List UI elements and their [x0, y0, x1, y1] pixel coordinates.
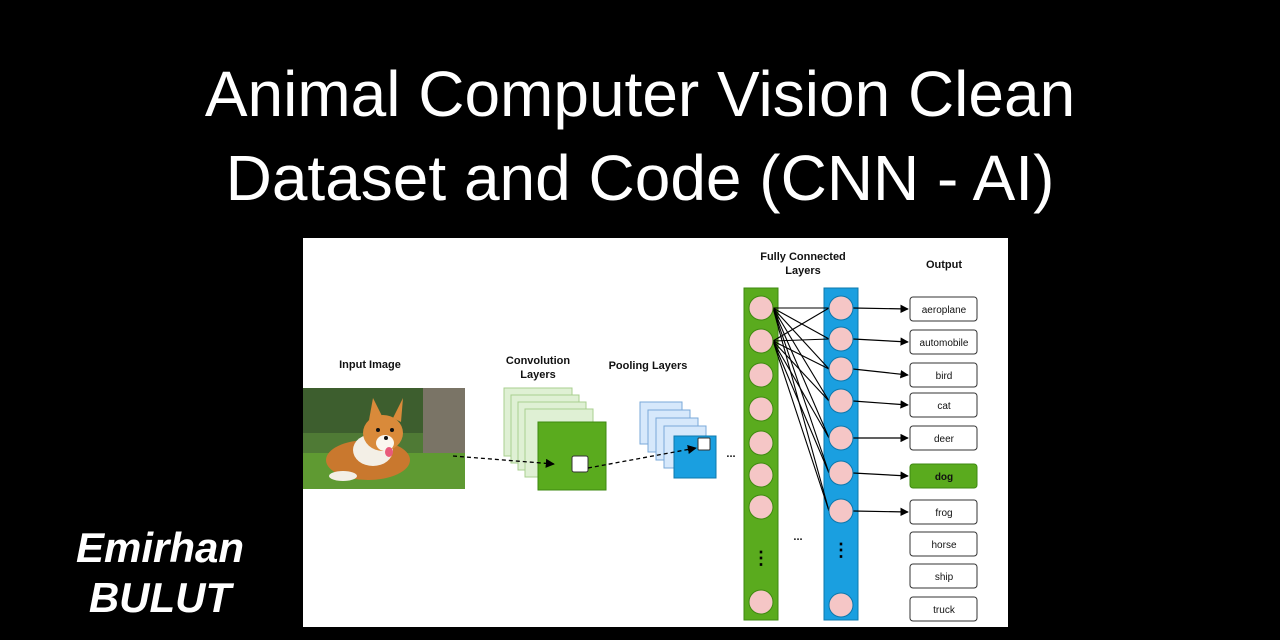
- output-arrow: [852, 471, 909, 480]
- fc2-node: [828, 295, 854, 321]
- output-class-box: [909, 362, 978, 388]
- fc-connections: [772, 307, 830, 512]
- output-class-label: frog: [935, 508, 952, 519]
- fc1-node: [748, 589, 774, 615]
- input-image-dog-photo: [303, 388, 465, 489]
- output-class-box: [909, 499, 978, 525]
- fc1-node: [748, 328, 774, 354]
- output-class-deer: deer: [909, 425, 978, 451]
- output-class-box: [909, 392, 978, 418]
- title-line-2: Dataset and Code (CNN - AI): [225, 142, 1055, 214]
- output-class-label: truck: [933, 605, 956, 616]
- fc2-node: [828, 388, 854, 414]
- fc2-node: [828, 498, 854, 524]
- fc2-node: [828, 326, 854, 352]
- fc2-node: [828, 356, 854, 382]
- main-title: Animal Computer Vision Clean Dataset and…: [0, 52, 1280, 220]
- output-arrows: [852, 304, 909, 517]
- output-class-bird: bird: [909, 362, 978, 388]
- output-arrow: [852, 337, 909, 346]
- output-class-label: bird: [936, 371, 953, 382]
- output-arrow: [852, 304, 909, 314]
- fc1-vertical-dots: ⋮: [752, 548, 770, 568]
- output-class-truck: truck: [909, 596, 978, 622]
- fc1-node: [748, 494, 774, 520]
- title-line-1: Animal Computer Vision Clean: [204, 58, 1076, 130]
- output-class-label: aeroplane: [922, 305, 967, 316]
- pooling-layers-stack: [639, 401, 717, 479]
- conv-label-line-2: Layers: [520, 369, 555, 381]
- output-class-label: horse: [931, 540, 956, 551]
- output-class-label: deer: [934, 434, 955, 445]
- fc1-node: [748, 430, 774, 456]
- fc2-node: [828, 592, 854, 618]
- output-class-box: [909, 329, 978, 355]
- fc2-node: [828, 425, 854, 451]
- output-class-box: [909, 531, 978, 557]
- fc1-node: [748, 362, 774, 388]
- output-class-label: dog: [935, 472, 953, 483]
- fc-connection-line: [772, 307, 830, 439]
- pool-ellipsis: ...: [726, 448, 735, 460]
- fc-connection-line: [772, 340, 830, 474]
- fc-connection-line: [772, 307, 830, 342]
- output-class-box: [909, 596, 978, 622]
- fc1-node: [748, 295, 774, 321]
- fc2-node: [828, 460, 854, 486]
- output-class-ship: ship: [909, 563, 978, 589]
- output-class-box: [909, 425, 978, 451]
- output-class-frog: frog: [909, 499, 978, 525]
- output-class-label: automobile: [920, 338, 969, 349]
- fc-layer-1-nodes: [748, 295, 774, 615]
- output-arrow: [852, 400, 909, 409]
- input-image-label: Input Image: [339, 359, 401, 371]
- fc1-node: [748, 396, 774, 422]
- output-classes: aeroplane automobile bird cat deer dog frog hor…: [909, 296, 978, 622]
- cnn-diagram-panel: Input Image Convolution Layers: [303, 238, 1008, 627]
- fc-connection-line: [772, 338, 830, 342]
- fc1-node: [748, 462, 774, 488]
- fc-connection-line: [772, 340, 830, 402]
- output-class-box: [909, 296, 978, 322]
- output-class-label: ship: [935, 572, 954, 583]
- output-class-aeroplane: aeroplane: [909, 296, 978, 322]
- author-name: Emirhan BULUT: [40, 523, 280, 623]
- output-class-label: cat: [937, 401, 951, 412]
- fc-connection-line: [772, 340, 830, 512]
- author-first-name: Emirhan: [75, 524, 245, 571]
- output-class-cat: cat: [909, 392, 978, 418]
- convolution-layers-stack: [503, 387, 607, 491]
- output-class-dog: dog: [909, 463, 978, 489]
- fc2-vertical-dots: ⋮: [832, 540, 850, 560]
- fc-layer-2-nodes: [828, 295, 854, 618]
- output-label: Output: [926, 259, 962, 271]
- pooling-label: Pooling Layers: [609, 360, 688, 372]
- output-arrow: [852, 507, 909, 517]
- author-last-name: BULUT: [88, 574, 232, 621]
- fc-connection-line: [772, 340, 830, 370]
- fc-label-line-2: Layers: [785, 265, 820, 277]
- fc-connection-line: [772, 307, 830, 512]
- fc-ellipsis: ...: [793, 531, 802, 543]
- fc-connection-line: [772, 307, 830, 370]
- input-to-conv-arrow: [452, 455, 555, 468]
- conv-label-line-1: Convolution: [506, 355, 570, 367]
- cnn-diagram: Input Image Convolution Layers: [303, 251, 978, 622]
- output-class-horse: horse: [909, 531, 978, 557]
- output-class-box: [909, 563, 978, 589]
- fc-connection-line: [772, 307, 830, 340]
- fc-connection-line: [772, 340, 830, 439]
- output-class-box: [909, 463, 978, 489]
- output-class-automobile: automobile: [909, 329, 978, 355]
- conv-to-pool-arrow: [587, 445, 697, 469]
- fc-label-line-1: Fully Connected: [760, 251, 846, 263]
- output-arrow: [852, 368, 909, 379]
